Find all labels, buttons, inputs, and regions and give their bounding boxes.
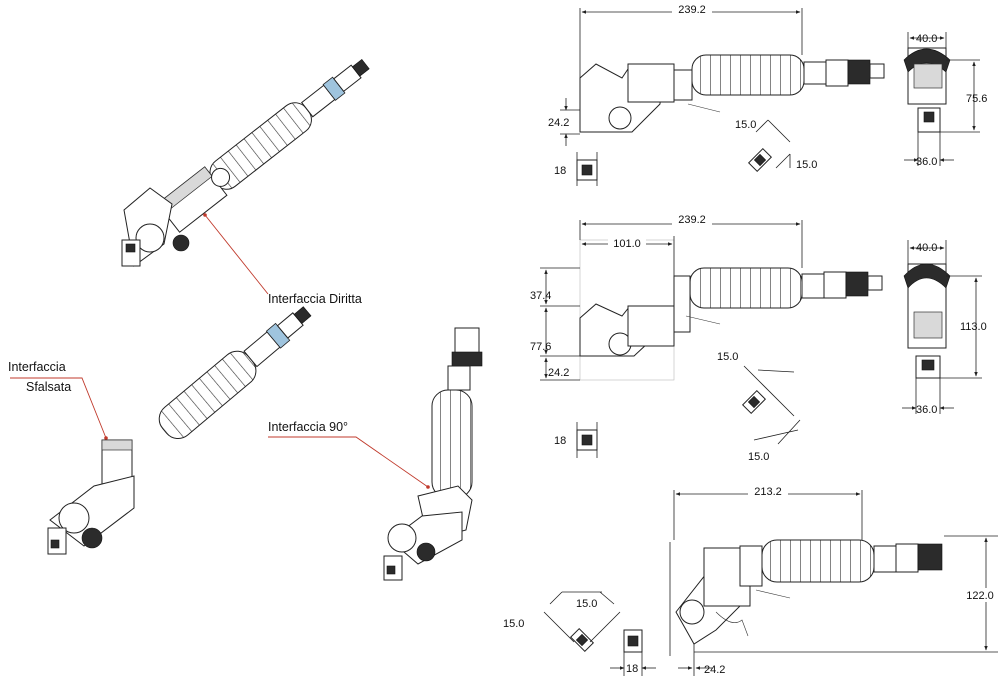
ortho-view-3: 213.2 122.0 24.2 18 15.0 15.0 [503, 484, 998, 676]
v2-head-length: 101.0 [613, 238, 641, 250]
callout-90: Interfaccia 90° [268, 420, 348, 434]
v2-end-height: 113.0 [960, 321, 987, 333]
v2-end-width-top: 40.0 [916, 242, 937, 254]
v1-tip-width: 18 [554, 165, 566, 177]
iso-tool-90 [383, 327, 483, 581]
v1-jaw-b: 15.0 [796, 159, 817, 171]
v2-offset-a: 37.4 [530, 290, 551, 302]
leader-offset [10, 377, 107, 439]
v3-jaw-a: 15.0 [503, 618, 524, 630]
v2-end-width-bottom: 36.0 [916, 404, 937, 416]
v3-overall-length: 213.2 [754, 486, 782, 498]
callout-offset-line1: Interfaccia [8, 360, 66, 374]
ortho-view-2: 239.2 101.0 37.4 77.6 24.2 18 15.0 15.0 [530, 214, 987, 463]
leader-90 [268, 436, 429, 488]
v3-tip-width: 18 [626, 663, 638, 675]
v1-overall-length: 239.2 [678, 4, 706, 16]
v2-offset-b: 77.6 [530, 341, 551, 353]
v2-jaw-b: 15.0 [748, 451, 769, 463]
v1-height-offset: 24.2 [548, 117, 569, 129]
callout-offset-line2: Sfalsata [26, 380, 71, 394]
v3-jaw-b: 15.0 [576, 598, 597, 610]
v1-jaw-a: 15.0 [735, 119, 756, 131]
v2-jaw-a: 15.0 [717, 351, 738, 363]
v2-overall-length: 239.2 [678, 214, 706, 226]
leader-straight [204, 214, 269, 295]
callout-straight: Interfaccia Diritta [268, 292, 362, 306]
v1-end-width-top: 40.0 [916, 33, 937, 45]
ortho-view-1: 239.2 24.2 18 15.0 15.0 40.0 75. [548, 2, 987, 186]
v1-end-width-bottom: 36.0 [916, 156, 937, 168]
v1-end-height: 75.6 [966, 93, 987, 105]
v3-overall-height: 122.0 [966, 590, 994, 602]
iso-tool-offset [47, 306, 312, 555]
v2-offset-c: 24.2 [548, 367, 569, 379]
v2-tip-width: 18 [554, 435, 566, 447]
v3-offset: 24.2 [704, 664, 725, 676]
iso-tool-straight [121, 58, 370, 267]
